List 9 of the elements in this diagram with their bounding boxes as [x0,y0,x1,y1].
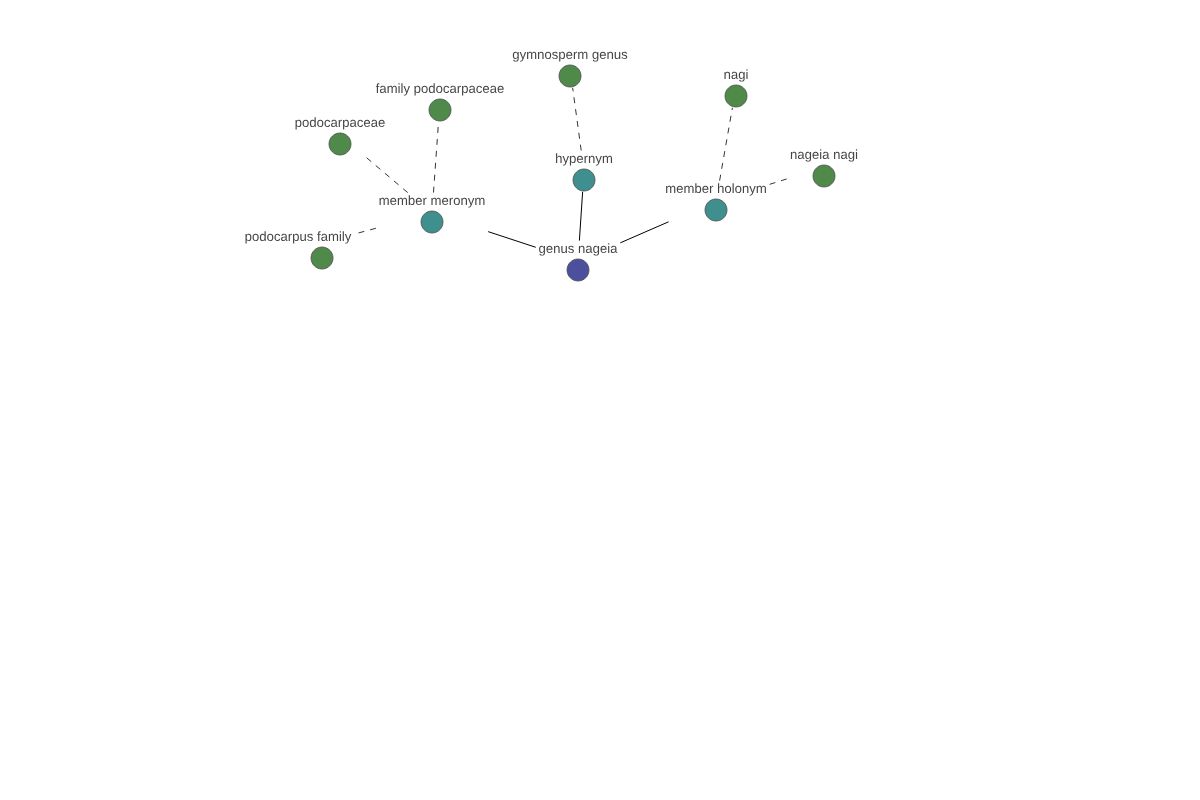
connector-line [433,121,439,193]
connector-line [619,221,670,244]
connector-line [769,178,788,185]
connector-line [572,87,582,151]
connector-line [719,107,733,181]
connector-line [578,191,584,242]
connector-line [353,227,377,235]
connector-line [363,155,409,193]
connector-line [487,231,537,248]
